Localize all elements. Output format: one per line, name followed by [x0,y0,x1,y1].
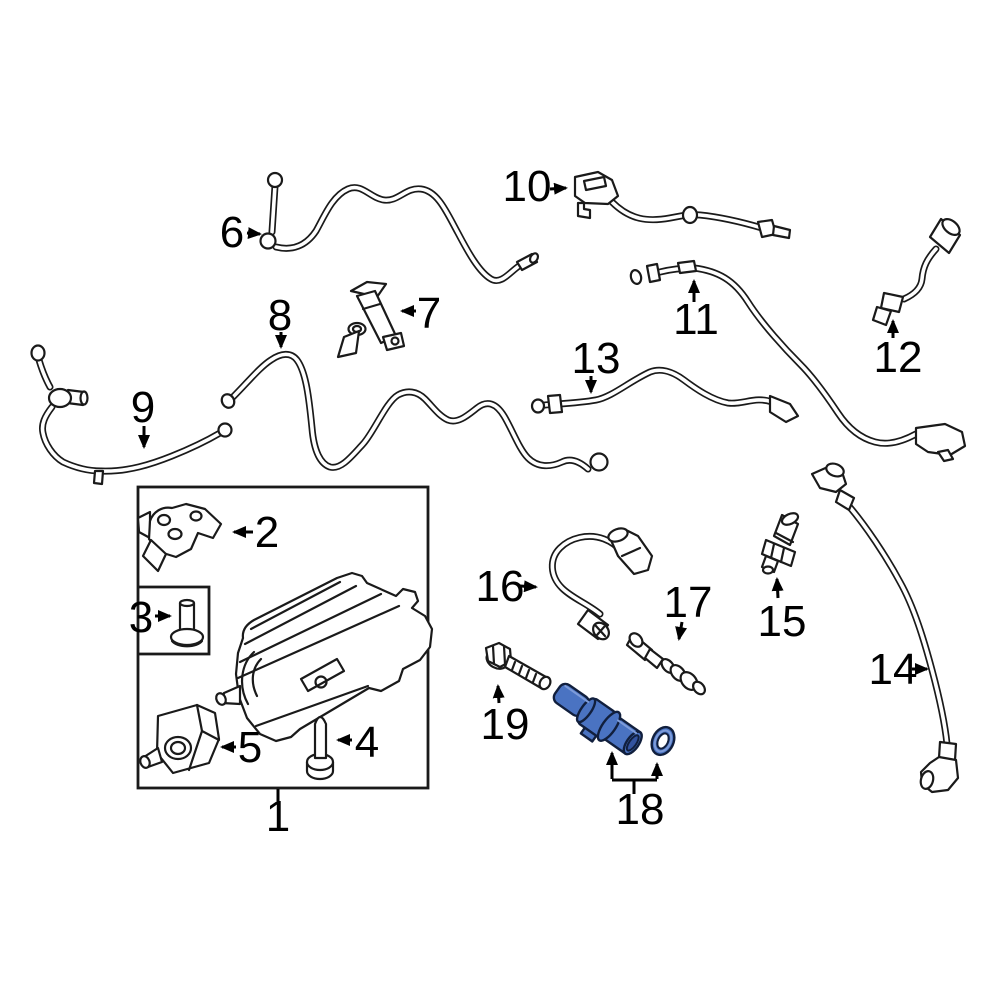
callout-8-label: 8 [268,291,292,340]
part-18-o-ring [650,725,676,757]
part-16-hose [548,527,654,641]
part-9-pipe [30,344,233,486]
part-2-bracket [136,502,223,573]
part-17-fitting [625,632,707,696]
callout-14-label: 14 [869,645,918,694]
callout-7-label: 7 [417,289,441,338]
part-18-highlighted-sensor [552,682,676,757]
part-4-stud [305,715,335,781]
callout-6-arrow [246,227,262,240]
callout-16-label: 16 [476,562,525,611]
part-13-hose [530,366,800,424]
callout-17-label: 17 [664,578,713,627]
callout-10-arrow [549,182,568,195]
part-8-pipe [220,350,609,473]
callout-10-label: 10 [503,162,552,211]
callout-16-arrow [519,580,538,593]
callout-15-arrow [771,577,784,599]
callout-17-arrow [675,621,687,641]
callout-18-label: 18 [616,785,665,834]
canister [215,571,434,743]
callout-2-label: 2 [255,508,279,557]
callouts: 1 2 3 4 5 6 7 8 9 10 11 12 13 14 15 16 1… [129,162,929,841]
part-19-bolt [484,641,552,691]
callout-19-label: 19 [481,700,530,749]
part-11-hose [629,259,967,463]
part-15-sensor [760,512,800,575]
callout-6-label: 6 [220,208,244,257]
callout-15-label: 15 [758,597,807,646]
callout-11-label: 11 [673,295,719,344]
part-6-tube [259,171,540,284]
callout-3-label: 3 [129,593,153,642]
callout-4-label: 4 [355,718,379,767]
callout-19-arrow [492,684,505,704]
part-3-grommet [169,598,205,648]
callout-13-label: 13 [572,334,621,383]
callout-5-label: 5 [238,723,262,772]
part-5-valve [139,703,221,775]
callout-9-label: 9 [131,383,155,432]
callout-1-label: 1 [266,792,290,841]
callout-18-bracket [606,751,663,794]
part-7-bracket [336,280,406,359]
part-14-hose [810,462,960,794]
callout-12-label: 12 [874,333,923,382]
part-10-sensor-hose [573,170,792,240]
part-12-tube [871,217,962,327]
